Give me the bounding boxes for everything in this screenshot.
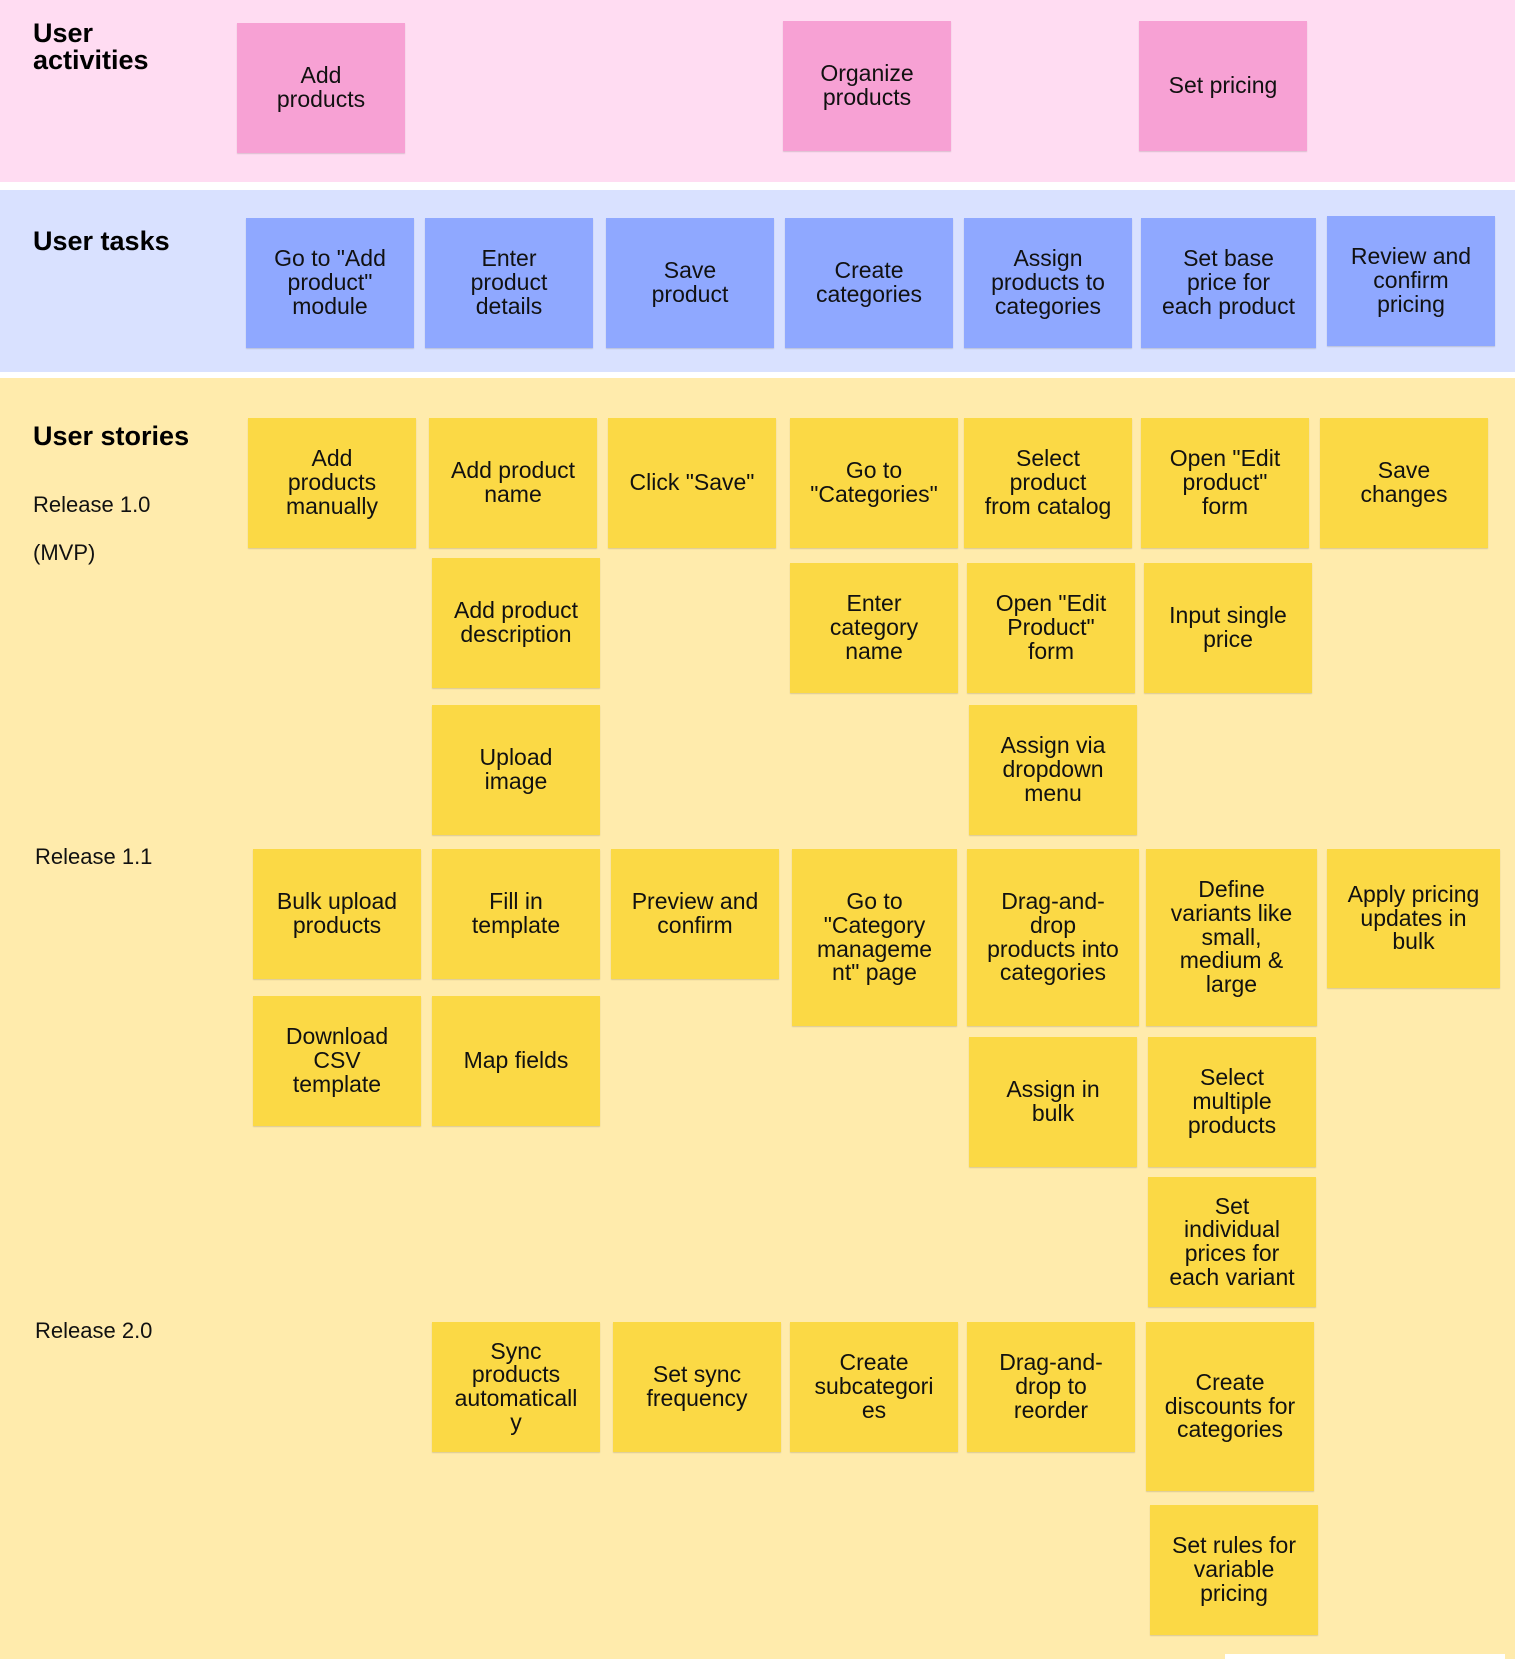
user-activities-heading: User activities bbox=[33, 18, 149, 75]
card-text: Set individual prices for each variant bbox=[1169, 1192, 1295, 1290]
card-text: Apply pricing updates in bulk bbox=[1347, 880, 1480, 955]
card-text: Review and confirm pricing bbox=[1350, 243, 1472, 317]
task-card[interactable]: Create categories bbox=[785, 218, 953, 348]
card-text: Create subcategori es bbox=[814, 1349, 934, 1423]
card-text: Save product bbox=[651, 257, 729, 307]
story-card[interactable]: Sync products automaticall y bbox=[432, 1322, 600, 1452]
story-card[interactable]: Save changes bbox=[1320, 418, 1488, 548]
card-text: Map fields bbox=[463, 1047, 569, 1074]
story-card[interactable]: Preview and confirm bbox=[611, 849, 779, 979]
card-text: Select multiple products bbox=[1187, 1064, 1277, 1138]
story-card[interactable]: Add products manually bbox=[248, 418, 416, 548]
card-text: Set rules for variable pricing bbox=[1172, 1532, 1296, 1606]
task-card[interactable]: Go to "Add product" module bbox=[246, 218, 414, 348]
story-card[interactable]: Click "Save" bbox=[608, 418, 776, 548]
story-card[interactable]: Go to "Category manageme nt" page bbox=[792, 849, 957, 1026]
story-card[interactable]: Upload image bbox=[432, 705, 600, 835]
board-edge bbox=[1225, 1654, 1505, 1659]
card-text: Set sync frequency bbox=[646, 1361, 748, 1411]
card-text: Assign via dropdown menu bbox=[1000, 732, 1106, 806]
card-text: Sync products automaticall y bbox=[454, 1337, 578, 1435]
story-card[interactable]: Select product from catalog bbox=[964, 418, 1132, 548]
release-label: Release 1.1 bbox=[35, 844, 153, 869]
card-text: Click "Save" bbox=[629, 469, 755, 496]
card-text: Add product description bbox=[453, 597, 579, 647]
card-text: Drag-and- drop products into categories bbox=[987, 888, 1119, 986]
card-text: Add products manually bbox=[285, 445, 379, 519]
card-text: Go to "Add product" module bbox=[274, 245, 386, 319]
card-text: Assign products to categories bbox=[991, 245, 1105, 319]
user-tasks-heading: User tasks bbox=[33, 226, 170, 256]
story-card[interactable]: Set individual prices for each variant bbox=[1148, 1177, 1316, 1307]
activity-card[interactable]: Add products bbox=[237, 23, 405, 153]
story-card[interactable]: Assign in bulk bbox=[969, 1037, 1137, 1167]
story-card[interactable]: Create subcategori es bbox=[790, 1322, 958, 1452]
story-card[interactable]: Input single price bbox=[1144, 563, 1312, 693]
release-label: Release 2.0 bbox=[35, 1318, 153, 1343]
release-sublabel: (MVP) bbox=[33, 540, 96, 565]
card-text: Go to "Category manageme nt" page bbox=[816, 888, 933, 986]
activity-card[interactable]: Organize products bbox=[783, 21, 951, 151]
story-card[interactable]: Open "Edit product" form bbox=[1141, 418, 1309, 548]
card-text: Set pricing bbox=[1168, 72, 1278, 99]
story-card[interactable]: Select multiple products bbox=[1148, 1037, 1316, 1167]
task-card[interactable]: Set base price for each product bbox=[1141, 218, 1316, 348]
story-card[interactable]: Apply pricing updates in bulk bbox=[1327, 849, 1500, 988]
story-card[interactable]: Set sync frequency bbox=[613, 1322, 781, 1452]
card-text: Save changes bbox=[1360, 457, 1448, 507]
card-text: Fill in template bbox=[471, 888, 561, 938]
card-text: Enter product details bbox=[470, 245, 548, 319]
story-card[interactable]: Map fields bbox=[432, 996, 600, 1126]
card-text: Assign in bulk bbox=[1006, 1076, 1100, 1126]
story-card[interactable]: Set rules for variable pricing bbox=[1150, 1505, 1318, 1635]
card-text: Add products bbox=[276, 62, 366, 112]
story-card[interactable]: Open "Edit Product" form bbox=[967, 563, 1135, 693]
story-card[interactable]: Assign via dropdown menu bbox=[969, 705, 1137, 835]
story-card[interactable]: Bulk upload products bbox=[253, 849, 421, 979]
story-card[interactable]: Go to "Categories" bbox=[790, 418, 958, 548]
task-card[interactable]: Save product bbox=[606, 218, 774, 348]
card-text: Download CSV template bbox=[285, 1023, 389, 1097]
card-text: Create discounts for categories bbox=[1164, 1368, 1296, 1443]
card-text: Bulk upload products bbox=[276, 888, 398, 938]
card-text: Go to "Categories" bbox=[810, 457, 938, 507]
story-card[interactable]: Fill in template bbox=[432, 849, 600, 979]
card-text: Enter category name bbox=[829, 590, 919, 664]
card-text: Set base price for each product bbox=[1162, 245, 1295, 319]
task-card[interactable]: Review and confirm pricing bbox=[1327, 216, 1495, 346]
user-stories-heading: User stories bbox=[33, 421, 190, 451]
card-text: Upload image bbox=[479, 744, 553, 794]
story-card[interactable]: Add product description bbox=[432, 558, 600, 688]
card-text: Open "Edit Product" form bbox=[995, 590, 1107, 664]
card-text: Open "Edit product" form bbox=[1169, 445, 1281, 519]
task-card[interactable]: Enter product details bbox=[425, 218, 593, 348]
card-text: Preview and confirm bbox=[631, 888, 759, 938]
card-text: Input single price bbox=[1169, 602, 1287, 652]
release-label: Release 1.0 bbox=[33, 492, 151, 517]
activity-card[interactable]: Set pricing bbox=[1139, 21, 1307, 151]
task-card[interactable]: Assign products to categories bbox=[964, 218, 1132, 348]
story-card[interactable]: Define variants like small, medium & lar… bbox=[1146, 849, 1317, 1026]
card-text: Add product name bbox=[450, 457, 576, 507]
card-text: Drag-and- drop to reorder bbox=[999, 1349, 1103, 1423]
card-text: Select product from catalog bbox=[984, 445, 1112, 519]
story-card[interactable]: Add product name bbox=[429, 418, 597, 548]
card-text: Define variants like small, medium & lar… bbox=[1170, 876, 1293, 998]
card-text: Organize products bbox=[820, 60, 914, 110]
story-card[interactable]: Enter category name bbox=[790, 563, 958, 693]
card-text: Create categories bbox=[815, 257, 923, 307]
story-card[interactable]: Create discounts for categories bbox=[1146, 1322, 1314, 1491]
story-card[interactable]: Drag-and- drop to reorder bbox=[967, 1322, 1135, 1452]
story-card[interactable]: Download CSV template bbox=[253, 996, 421, 1126]
story-card[interactable]: Drag-and- drop products into categories bbox=[967, 849, 1139, 1026]
